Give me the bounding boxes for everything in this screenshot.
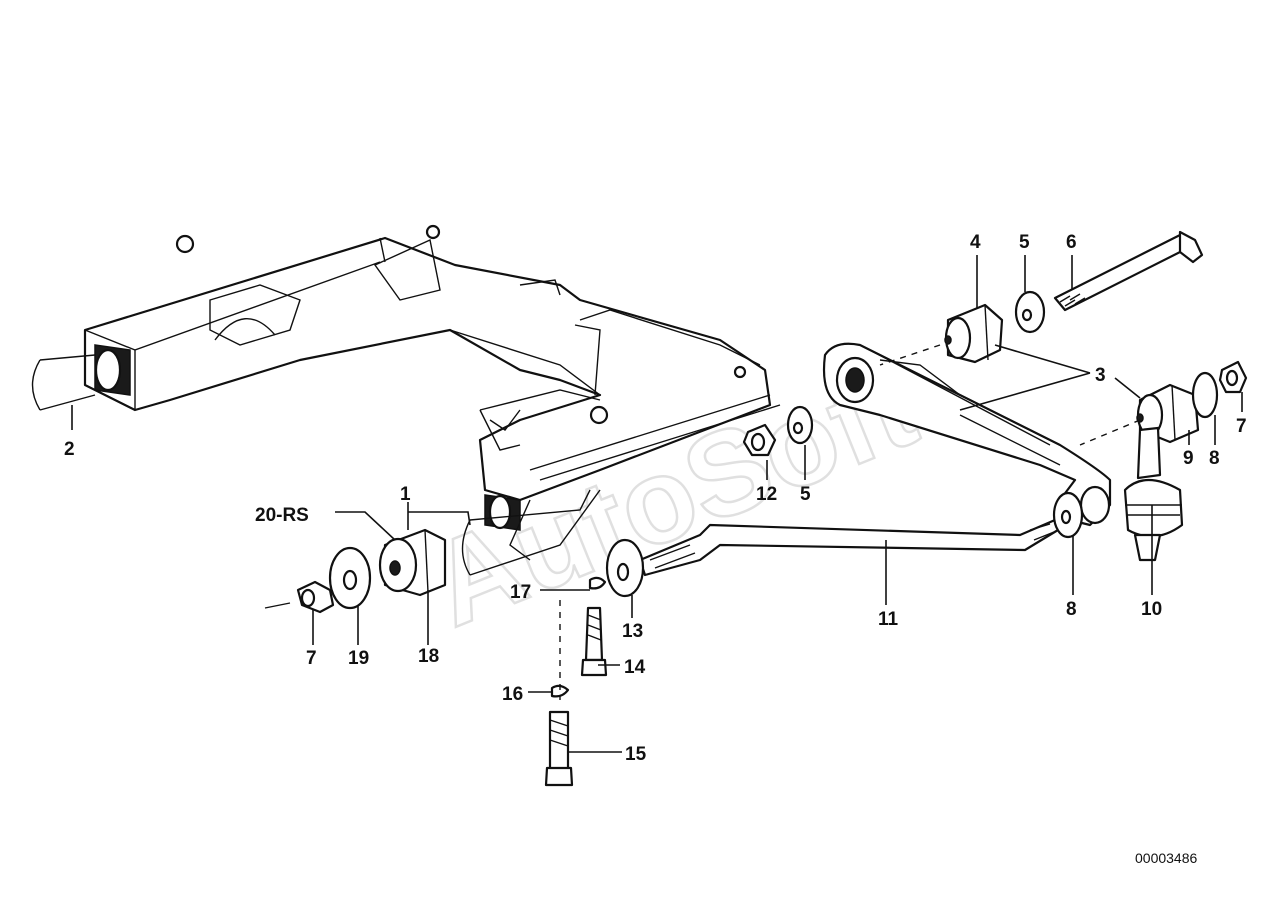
nut-7-left <box>264 580 335 614</box>
label-part-5-mid: 5 <box>800 484 811 505</box>
label-part-20-rs: 20-RS <box>255 505 309 526</box>
bolt-14 <box>580 606 608 677</box>
label-part-12: 12 <box>756 484 777 505</box>
label-part-18: 18 <box>418 646 439 667</box>
washer-13 <box>605 538 645 598</box>
washer-19 <box>328 546 372 610</box>
nut-12 <box>742 423 777 457</box>
rubber-mount-18 <box>378 528 447 597</box>
label-part-7-right: 7 <box>1236 416 1247 437</box>
clip-17 <box>588 576 607 590</box>
part-labels: 2 1 20-RS 7 19 18 17 16 15 14 13 12 5 4 … <box>64 232 1247 765</box>
label-part-13: 13 <box>622 621 643 642</box>
label-part-7-left: 7 <box>306 648 317 669</box>
wishbone-arm <box>822 342 1112 527</box>
label-part-15: 15 <box>625 744 647 765</box>
ball-joint-10 <box>1123 426 1184 562</box>
label-part-6: 6 <box>1066 232 1077 253</box>
label-part-19: 19 <box>348 648 369 669</box>
label-part-10: 10 <box>1141 599 1162 620</box>
washer-5-mid <box>786 405 814 445</box>
label-part-14: 14 <box>624 657 646 678</box>
rubber-bush-4 <box>944 303 1004 364</box>
label-part-1: 1 <box>400 484 411 505</box>
label-part-5-upper: 5 <box>1019 232 1030 253</box>
leader-lines <box>71 255 1243 753</box>
bolt-15 <box>544 710 574 787</box>
clip-16 <box>550 684 570 698</box>
label-part-3: 3 <box>1095 365 1106 386</box>
bolt-6 <box>1053 230 1204 312</box>
label-part-17: 17 <box>510 582 531 603</box>
nut-7-right <box>1218 360 1248 394</box>
label-part-2: 2 <box>64 439 75 460</box>
washer-8-mid <box>1052 491 1084 539</box>
washer-8-right <box>1191 371 1219 419</box>
label-part-8-mid: 8 <box>1066 599 1077 620</box>
axle-carrier <box>31 224 781 576</box>
label-part-11: 11 <box>878 609 899 630</box>
label-part-16: 16 <box>502 684 523 705</box>
label-part-9: 9 <box>1183 448 1194 469</box>
washer-5-upper <box>1014 290 1046 334</box>
label-part-4: 4 <box>970 232 981 253</box>
label-part-8-right: 8 <box>1209 448 1220 469</box>
document-id: 00003486 <box>1135 850 1198 866</box>
